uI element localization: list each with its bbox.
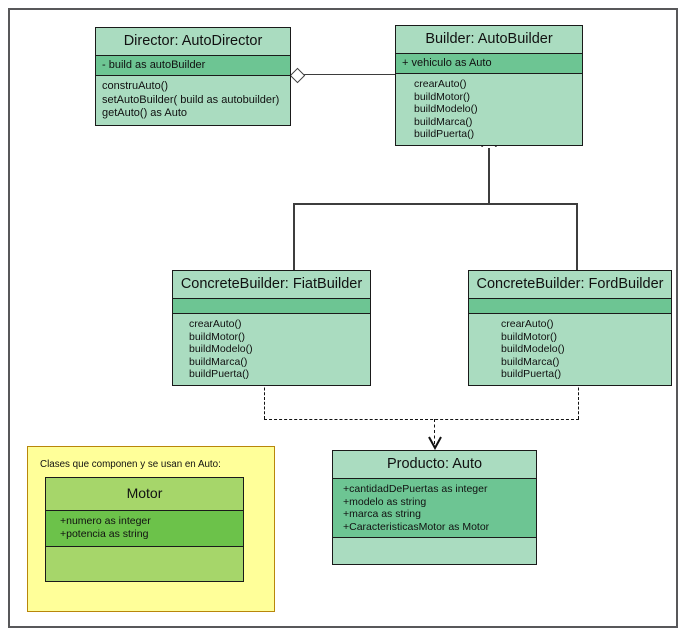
generalization-trunk bbox=[488, 147, 490, 204]
operation-line: crearAuto() bbox=[501, 318, 554, 330]
class-operations-fiat-builder: crearAuto() buildMotor() buildModelo() b… bbox=[173, 314, 370, 385]
dependency-stem-producto bbox=[434, 419, 435, 444]
class-attributes-motor: +numero as integer +potencia as string bbox=[46, 510, 243, 548]
generalization-branch-fiat bbox=[293, 203, 295, 270]
class-title-fiat-builder: ConcreteBuilder: FiatBuilder bbox=[173, 271, 370, 298]
aggregation-line bbox=[300, 73, 395, 75]
operation-line: buildMarca() bbox=[414, 115, 473, 128]
operation-line: crearAuto() bbox=[189, 318, 242, 330]
operation-line: buildMarca() bbox=[501, 355, 560, 368]
operation-line: setAutoBuilder( build as autobuilder) bbox=[102, 93, 280, 106]
dependency-arrowhead-icon bbox=[428, 436, 442, 450]
generalization-crossbar bbox=[293, 203, 577, 205]
attribute-line: - build as autoBuilder bbox=[102, 59, 206, 71]
class-title-builder: Builder: AutoBuilder bbox=[396, 26, 582, 53]
class-box-fiat-builder[interactable]: ConcreteBuilder: FiatBuilder crearAuto()… bbox=[172, 270, 371, 386]
note-text: Clases que componen y se usan en Auto: bbox=[40, 459, 221, 470]
class-box-builder[interactable]: Builder: AutoBuilder + vehiculo as Auto … bbox=[395, 25, 583, 146]
attribute-line: +CaracteristicasMotor as Motor bbox=[343, 520, 490, 533]
dependency-crossbar bbox=[264, 419, 579, 420]
class-operations-motor bbox=[46, 547, 243, 582]
class-box-director[interactable]: Director: AutoDirector - build as autoBu… bbox=[95, 27, 291, 126]
class-box-producto[interactable]: Producto: Auto +cantidadDePuertas as int… bbox=[332, 450, 537, 566]
attribute-line: +cantidadDePuertas as integer bbox=[343, 483, 488, 495]
operation-line: getAuto() as Auto bbox=[102, 107, 187, 119]
operation-line: buildModelo() bbox=[414, 103, 478, 116]
operation-line: buildMotor() bbox=[414, 90, 471, 103]
attribute-line: +potencia as string bbox=[60, 527, 149, 540]
operation-line: buildModelo() bbox=[189, 343, 253, 356]
class-attributes-director: - build as autoBuilder bbox=[96, 55, 290, 76]
operation-line: buildMotor() bbox=[501, 330, 558, 343]
class-attributes-ford-builder bbox=[469, 298, 671, 314]
attribute-line: +marca as string bbox=[343, 508, 421, 521]
class-title-producto: Producto: Auto bbox=[333, 451, 536, 478]
note-box[interactable]: Clases que componen y se usan en Auto: M… bbox=[27, 446, 275, 612]
operation-line: buildMarca() bbox=[189, 355, 248, 368]
class-box-ford-builder[interactable]: ConcreteBuilder: FordBuilder crearAuto()… bbox=[468, 270, 672, 386]
class-operations-builder: crearAuto() buildMotor() buildModelo() b… bbox=[396, 74, 582, 145]
dependency-stem-ford bbox=[578, 378, 579, 419]
class-box-motor[interactable]: Motor +numero as integer +potencia as st… bbox=[45, 477, 244, 583]
operation-line: buildPuerta() bbox=[414, 128, 475, 141]
class-title-ford-builder: ConcreteBuilder: FordBuilder bbox=[469, 271, 671, 298]
attribute-line: +numero as integer bbox=[60, 515, 151, 527]
class-title-motor: Motor bbox=[46, 478, 243, 510]
operation-line: construAuto() bbox=[102, 80, 169, 92]
class-attributes-builder: + vehiculo as Auto bbox=[396, 53, 582, 74]
operation-line: buildPuerta() bbox=[189, 368, 250, 381]
operation-line: buildMotor() bbox=[189, 330, 246, 343]
class-attributes-fiat-builder bbox=[173, 298, 370, 314]
operation-line: buildModelo() bbox=[501, 343, 565, 356]
class-operations-director: construAuto() setAutoBuilder( build as a… bbox=[96, 76, 290, 125]
dependency-stem-fiat bbox=[264, 378, 265, 419]
class-operations-ford-builder: crearAuto() buildMotor() buildModelo() b… bbox=[469, 314, 671, 385]
class-operations-producto bbox=[333, 538, 536, 565]
generalization-branch-ford bbox=[576, 203, 578, 270]
attribute-line: + vehiculo as Auto bbox=[402, 57, 492, 69]
class-title-director: Director: AutoDirector bbox=[96, 28, 290, 55]
attribute-line: +modelo as string bbox=[343, 495, 427, 508]
operation-line: buildPuerta() bbox=[501, 368, 562, 381]
operation-line: crearAuto() bbox=[414, 78, 467, 90]
class-attributes-producto: +cantidadDePuertas as integer +modelo as… bbox=[333, 478, 536, 539]
